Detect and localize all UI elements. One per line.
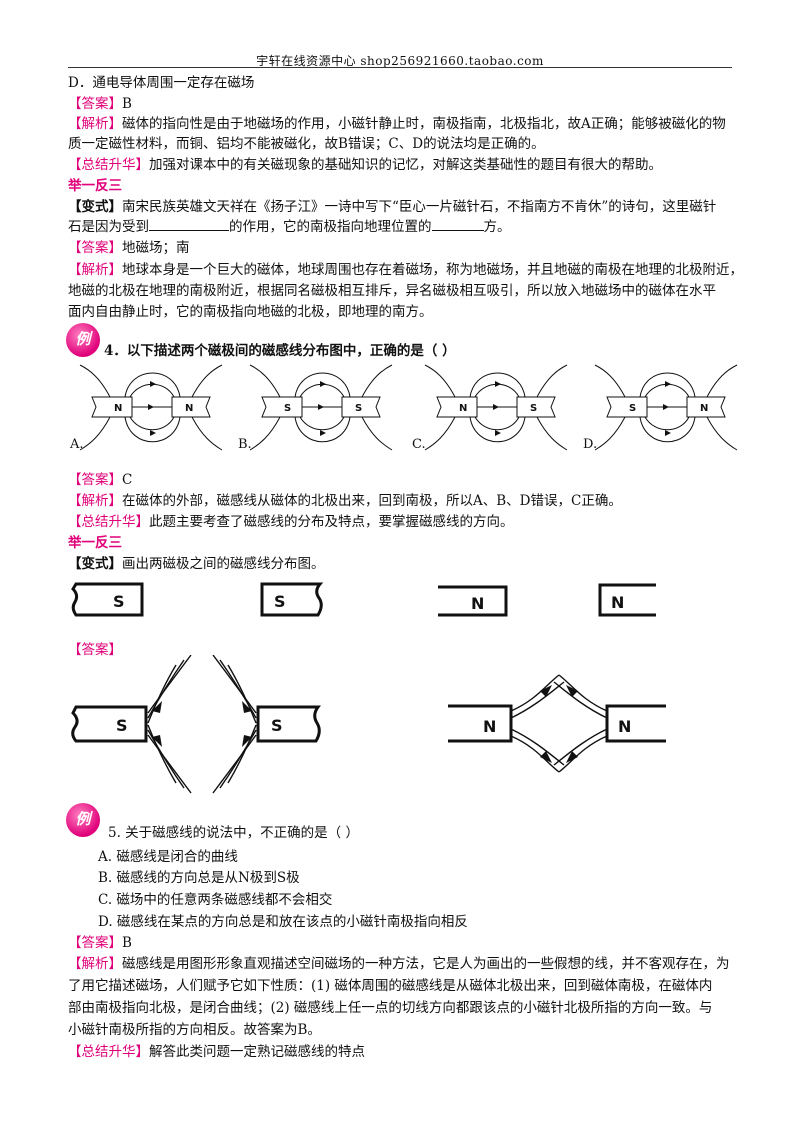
diagram-d (594, 364, 738, 451)
a-left-pole: N (114, 403, 122, 414)
variant-line-a: 【变式】南宋民族英雄文天祥在《扬子江》一诗中写下“臣心一片磁针石，不指南方不肯休… (68, 199, 717, 215)
analysis-line-5d: 小磁针南极所指的方向相反。故答案为B。 (68, 1022, 321, 1038)
analysis-line-4: 【解析】在磁体的外部，磁感线从磁体的北极出来，回到南极，所以A、B、D错误，C正… (68, 493, 622, 509)
blank-2[interactable] (431, 217, 484, 231)
summary-line-5: 【总结升华】解答此类问题一定熟记磁感线的特点 (68, 1044, 365, 1060)
line-option-d: D．通电导体周围一定存在磁场 (68, 75, 255, 91)
analysis-line-vb: 地磁的北极在地理的南极附近，根据同名磁极相互排斥，异名磁极相互吸引，所以放入地磁… (68, 283, 716, 299)
va-pole-2: S (271, 716, 283, 735)
analysis-line-va: 【解析】地球本身是一个巨大的磁体，地球周围也存在着磁场，称为地磁场，并且地磁的南… (68, 262, 743, 278)
answer-line-3: 【答案】B (68, 96, 132, 112)
blank-1[interactable] (149, 217, 229, 231)
d-left-pole: S (629, 403, 636, 414)
option-label-a: A. (70, 437, 84, 452)
summary-tag: 【总结升华】 (68, 157, 149, 173)
answer-line-v: 【答案】地磁场；南 (68, 240, 190, 256)
va-pole-4: N (618, 717, 631, 736)
a-right-pole: N (185, 403, 193, 414)
header-rule (68, 67, 732, 68)
analysis-line-vc: 面内自由静止时，它的南极指向地磁的北极，即地理的南方。 (68, 304, 433, 320)
d-right-pole: N (700, 403, 708, 414)
analysis-line-5c: 部由南极指向北极，是闭合曲线；(2) 磁感线上任一点的切线方向都跟该点的小磁针北… (68, 1000, 713, 1016)
summary-line-3: 【总结升华】加强对课本中的有关磁现象的基础知识的记忆，对解这类基础性的题目有很大… (68, 157, 662, 173)
variant-answer-diagrams: S S N N (71, 655, 666, 794)
q5-option-b: B. 磁感线的方向总是从N极到S极 (98, 870, 300, 886)
question-5: 5. 关于磁感线的说法中，不正确的是（ ） (108, 825, 359, 841)
variant-tag: 【变式】 (68, 199, 122, 215)
va-pole-3: N (483, 717, 496, 736)
analysis-line-3a: 【解析】磁体的指向性是由于地磁场的作用，小磁针静止时，南极指南，北极指北，故A正… (68, 116, 726, 132)
option-label-d: D. (583, 437, 598, 452)
example-badge-5: 例 (66, 803, 100, 837)
vq-pole-2: S (274, 592, 286, 611)
vq-pole-3: N (471, 594, 484, 613)
answer-line-variant: 【答案】 (68, 642, 122, 658)
section-heading-2: 举一反三 (68, 535, 122, 551)
q4-diagrams: N N S S N S S N (79, 364, 738, 451)
q5-option-a: A. 磁感线是闭合的曲线 (98, 849, 238, 865)
q5-option-d: D. 磁感线在某点的方向总是和放在该点的小磁针南极指向相反 (98, 914, 468, 930)
section-heading: 举一反三 (68, 178, 122, 194)
va-pole-1: S (116, 716, 128, 735)
vq-pole-4: N (611, 593, 624, 612)
c-left-pole: N (459, 403, 467, 414)
question-4: 4．以下描述两个磁极间的磁感线分布图中，正确的是（ ） (104, 343, 456, 359)
analysis-tag: 【解析】 (68, 116, 122, 132)
diagram-b (249, 364, 393, 451)
variant-magnets: S S N N (71, 582, 656, 617)
variant-line-2: 【变式】画出两磁极之间的磁感线分布图。 (68, 556, 325, 572)
analysis-line-3b: 质一定磁性材料，而铜、铝均不能被磁化，故B错误；C、D的说法均是正确的。 (68, 136, 545, 152)
q5-option-c: C. 磁场中的任意两条磁感线都不会相交 (98, 892, 333, 908)
example-badge-4: 例 (66, 323, 100, 357)
answer-tag: 【答案】 (68, 96, 122, 112)
b-right-pole: S (355, 403, 362, 414)
b-left-pole: S (284, 403, 291, 414)
answer-line-4: 【答案】C (68, 472, 133, 488)
analysis-line-5a: 【解析】磁感线是用图形形象直观描述空间磁场的一种方法，它是人为画出的一些假想的线… (68, 956, 730, 972)
c-right-pole: S (530, 403, 537, 414)
option-label-b: B. (238, 437, 252, 452)
analysis-line-5b: 了用它描述磁场，人们赋予它如下性质：(1) 磁体周围的磁感线是从磁体北极出来，回… (68, 978, 713, 994)
answer-line-5: 【答案】B (68, 935, 132, 951)
page-header: 宇轩在线资源中心 shop256921660.taobao.com (256, 54, 544, 68)
variant-line-b: 石是因为受到的作用，它的南极指向地理位置的方。 (68, 217, 511, 235)
vq-pole-1: S (113, 592, 125, 611)
option-label-c: C. (412, 437, 426, 452)
summary-line-4: 【总结升华】此题主要考查了磁感线的分布及特点，要掌握磁感线的方向。 (68, 514, 514, 530)
